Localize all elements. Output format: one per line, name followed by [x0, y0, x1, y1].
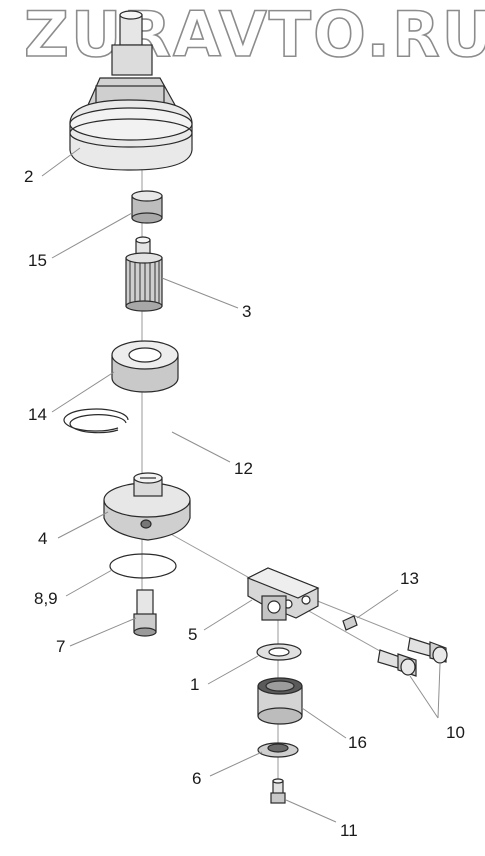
- part-12-snap-ring: [63, 408, 129, 434]
- part-11-screw: [270, 778, 286, 804]
- part-8-9-o-ring: [109, 553, 177, 579]
- part-13-plug: [342, 615, 358, 631]
- part-3-gear: [125, 236, 163, 312]
- leader-lines: [41, 147, 441, 823]
- part-7-screw: [133, 589, 157, 637]
- watermark: ZURAVTO.RU: [24, 0, 485, 71]
- part-4-flange: [103, 472, 191, 541]
- callout-7: 7: [56, 637, 65, 656]
- part-15-bushing: [131, 190, 163, 224]
- callout-3: 3: [242, 302, 251, 321]
- callout-14: 14: [28, 405, 47, 424]
- callout-1: 1: [190, 675, 199, 694]
- part-1-washer: [256, 643, 302, 661]
- callout-15: 15: [28, 251, 47, 270]
- callout-6: 6: [192, 769, 201, 788]
- callout-12: 12: [234, 459, 253, 478]
- callout-10: 10: [446, 723, 465, 742]
- part-10-bolt-upper: [407, 637, 448, 664]
- part-6-disc: [257, 742, 299, 758]
- part-5-tee-block: [246, 567, 320, 621]
- part-16-bushing: [257, 677, 303, 725]
- callout-4: 4: [38, 529, 47, 548]
- callout-5: 5: [188, 625, 197, 644]
- callout-8-9: 8,9: [34, 589, 58, 608]
- callout-2: 2: [24, 167, 33, 186]
- part-2-housing: [69, 10, 193, 171]
- part-14-bearing: [111, 340, 179, 393]
- callout-13: 13: [400, 569, 419, 588]
- callout-16: 16: [348, 733, 367, 752]
- callout-11: 11: [340, 821, 358, 840]
- part-10-bolt-lower: [377, 649, 417, 677]
